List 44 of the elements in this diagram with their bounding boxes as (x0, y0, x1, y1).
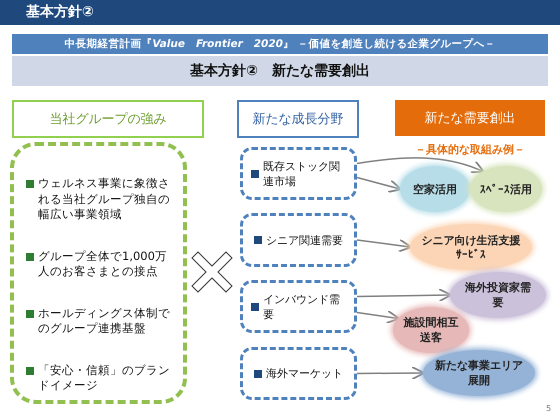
ellipse-bubble (400, 166, 470, 212)
ellipse-bubble (393, 307, 469, 353)
field-text: インバウンド需要 (263, 292, 341, 322)
ellipse-bubble (410, 224, 532, 270)
field-text: シニア関連需要 (266, 232, 343, 248)
ellipse-bubble (423, 350, 535, 396)
dashed-box (240, 280, 357, 333)
bubble-text: 施設間相互送客 (403, 315, 459, 345)
arrow (357, 366, 426, 380)
dashed-box (240, 147, 357, 200)
box-heading: 新たな需要創出 (424, 110, 516, 127)
slide-title: 基本方針② (26, 3, 94, 21)
policy-banner (12, 56, 548, 86)
bubble-text: 海外投資家需要 (464, 280, 532, 310)
banner-text: 中長期経営計画『Value Frontier 2020』 －価値を創造し続ける企業グループへ－ (64, 37, 496, 51)
field-text: 海外マーケット (266, 366, 343, 381)
dashed-box (240, 213, 357, 267)
ellipse-bubble (450, 272, 546, 318)
list-item-text: グループ全体で1,000万人のお客さまとの接点 (38, 248, 168, 280)
list-item-text: ウェルネス事業に象徴される当社グループ独自の幅広い事業領域 (38, 176, 171, 223)
arrow (356, 310, 400, 324)
arrow (356, 157, 485, 174)
bubble-text: シニア向け生活支援ｻｰﾋﾞｽ (420, 233, 522, 261)
list-item-text: 「安心・信頼」のブランドイメージ (38, 362, 171, 394)
dashed-panel (10, 142, 187, 404)
field-text: 既存ストック関連市場 (263, 158, 341, 188)
plan-banner (12, 34, 548, 54)
bubble-text: ｽﾍﾟｰｽ活用 (480, 182, 532, 196)
arrow (356, 288, 452, 302)
dashed-box (240, 347, 357, 400)
arrow (356, 176, 402, 193)
page-number: 5 (546, 404, 552, 413)
header-box (395, 100, 545, 136)
box-heading: 新たな成長分野 (252, 111, 344, 128)
bubble-text: 空家活用 (413, 182, 457, 196)
arrow (356, 238, 412, 252)
header-box (237, 100, 359, 138)
bubble-text: 新たな事業エリア展開 (434, 358, 524, 388)
box-heading: 当社グループの強み (50, 111, 166, 128)
banner-heading: 基本方針② 新たな需要創出 (190, 62, 370, 80)
ellipse-bubble (470, 166, 542, 212)
list-item-text: ホールディングス体制でのグループ連携基盤 (38, 306, 171, 337)
header-box (12, 100, 204, 138)
subheading: －具体的な取組み例－ (414, 142, 526, 157)
